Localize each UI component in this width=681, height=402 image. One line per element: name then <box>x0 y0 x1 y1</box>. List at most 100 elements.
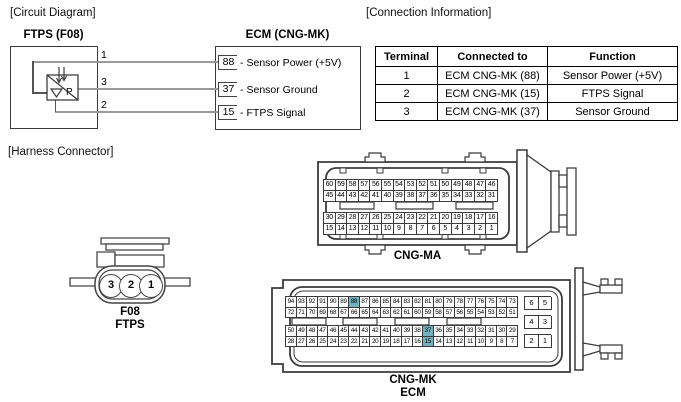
pin-36: 36 <box>433 326 445 337</box>
pin-78: 78 <box>454 297 466 308</box>
pin-90: 90 <box>328 297 339 308</box>
pin-81: 81 <box>423 297 434 308</box>
pin-88: 88 <box>349 297 360 308</box>
pin-50: 50 <box>439 180 452 191</box>
ftps-connector-title: FTPS (F08) <box>23 29 84 41</box>
f08-pin-1: 1 <box>139 274 163 298</box>
pin-46: 46 <box>328 326 339 337</box>
wire-ftps-signal <box>55 111 219 113</box>
ecm-pin-37-row: 37-Sensor Ground <box>218 82 318 97</box>
pin-63: 63 <box>380 307 392 318</box>
pin-13: 13 <box>444 336 455 347</box>
pin-54: 54 <box>393 180 406 191</box>
pin-40: 40 <box>391 326 403 337</box>
pin-62: 62 <box>391 307 403 318</box>
pin-45: 45 <box>324 191 336 202</box>
pin-9: 9 <box>486 336 497 347</box>
table-cell: Sensor Ground <box>547 102 678 121</box>
pin-72: 72 <box>286 307 297 318</box>
pin-14: 14 <box>433 336 445 347</box>
pin-33: 33 <box>463 191 475 202</box>
pin-38: 38 <box>405 191 417 202</box>
pin-separator: - <box>240 106 244 119</box>
pin-23: 23 <box>405 213 417 224</box>
pin-22: 22 <box>349 336 360 347</box>
f08-connector-housing <box>60 230 195 310</box>
cng-mk-connector-subtitle: ECM <box>400 387 426 399</box>
pin-46: 46 <box>486 180 498 191</box>
pin-67: 67 <box>338 307 350 318</box>
pin-29: 29 <box>335 213 348 224</box>
ftps-terminal-3: 3 <box>101 76 107 88</box>
pin-2: 2 <box>525 335 539 348</box>
pin-29: 29 <box>507 326 519 337</box>
pin-22: 22 <box>416 213 429 224</box>
pin-58: 58 <box>433 307 445 318</box>
table-header-connected-to: Connected to <box>437 46 548 67</box>
pin-12: 12 <box>358 224 371 235</box>
pin-10: 10 <box>381 224 394 235</box>
wire-internal-horizontal <box>32 92 48 94</box>
pin-74: 74 <box>496 297 508 308</box>
table-cell: 2 <box>375 84 438 103</box>
pin-23: 23 <box>338 336 350 347</box>
pin-52: 52 <box>496 307 508 318</box>
harness-connector-section-label: [Harness Connector] <box>8 146 114 158</box>
pin-87: 87 <box>359 297 371 308</box>
pin-26: 26 <box>370 213 382 224</box>
pin-8: 8 <box>496 336 508 347</box>
pin-48: 48 <box>307 326 318 337</box>
pin-21: 21 <box>428 213 440 224</box>
pin-82: 82 <box>412 297 424 308</box>
pin-6: 6 <box>525 297 539 310</box>
ecm-pin-88-function: Sensor Power (+5V) <box>246 56 342 69</box>
pin-58: 58 <box>347 180 359 191</box>
pin-55: 55 <box>381 180 394 191</box>
connection-information-section-label: [Connection Information] <box>366 7 492 19</box>
cng-mk-connector-name: CNG-MK <box>389 374 437 386</box>
ftps-terminal-2: 2 <box>101 99 107 111</box>
pin-47: 47 <box>317 326 329 337</box>
pin-56: 56 <box>370 180 382 191</box>
pin-41: 41 <box>380 326 392 337</box>
pin-35: 35 <box>439 191 452 202</box>
pin-47: 47 <box>474 180 487 191</box>
pin-1: 1 <box>486 224 498 235</box>
pin-24: 24 <box>393 213 406 224</box>
pin-separator: - <box>240 56 244 69</box>
table-cell: ECM CNG-MK (88) <box>437 66 548 85</box>
pin-15: 15 <box>423 336 434 347</box>
f08-connector-name: F08 <box>120 306 140 318</box>
table-cell: 3 <box>375 102 438 121</box>
pin-56: 56 <box>454 307 466 318</box>
pin-32: 32 <box>475 326 487 337</box>
pin-60: 60 <box>324 180 336 191</box>
table-header-terminal: Terminal <box>375 46 438 67</box>
pin-89: 89 <box>338 297 350 308</box>
wire-sensor-power <box>32 61 219 63</box>
pin-51: 51 <box>428 180 440 191</box>
pin-65: 65 <box>359 307 371 318</box>
pin-77: 77 <box>465 297 476 308</box>
pin-21: 21 <box>359 336 371 347</box>
pin-53: 53 <box>486 307 497 318</box>
pin-68: 68 <box>328 307 339 318</box>
wire-internal-vertical-1 <box>32 61 34 93</box>
pin-15: 15 <box>324 224 336 235</box>
pin-25: 25 <box>381 213 394 224</box>
pin-57: 57 <box>444 307 455 318</box>
pin-34: 34 <box>451 191 464 202</box>
pin-71: 71 <box>296 307 308 318</box>
circuit-diagram-section-label: [Circuit Diagram] <box>10 7 96 19</box>
pin-85: 85 <box>380 297 392 308</box>
ecm-pin-37: 37 <box>218 82 237 97</box>
